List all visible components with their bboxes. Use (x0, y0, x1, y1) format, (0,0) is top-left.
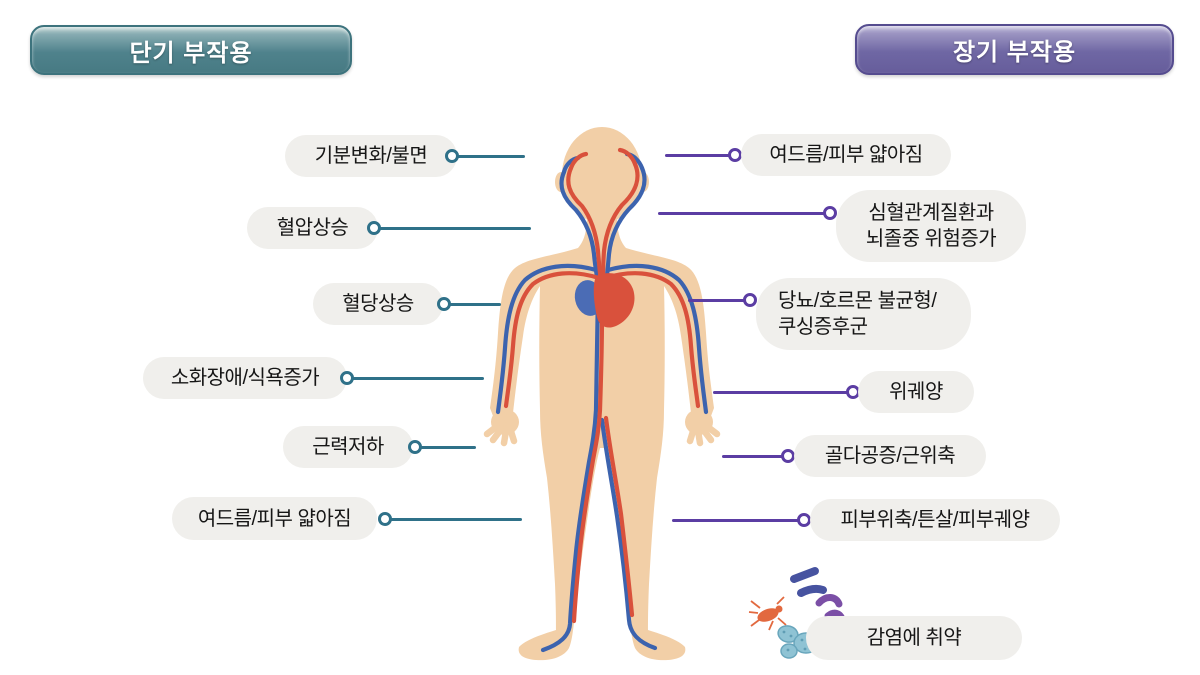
symptom-pill-infection: 감염에 취약 (806, 616, 1022, 660)
connector-line (688, 299, 745, 302)
symptom-label: 심혈관계질환과 (868, 202, 994, 224)
symptom-pill-mood: 기분변화/불면 (285, 135, 457, 177)
connector-line (449, 303, 501, 306)
connector-dot (408, 440, 422, 454)
symptom-label: 뇌졸중 위험증가 (865, 228, 997, 250)
hand-left (483, 409, 519, 447)
hand-right (685, 409, 721, 447)
symptom-pill-acne-left: 여드름/피부 얇아짐 (172, 497, 377, 540)
connector-dot (437, 297, 451, 311)
mite-icon (748, 596, 787, 631)
symptom-pill-muscle: 근력저하 (283, 426, 413, 468)
connector-dot (728, 148, 742, 162)
body-silhouette (490, 213, 714, 661)
heart-icon (574, 273, 635, 328)
symptom-label: 골다공증/근위축 (824, 445, 956, 467)
symptom-pill-blood-sugar: 혈당상승 (313, 283, 443, 325)
symptom-pill-skin-atrophy: 피부위축/튼살/피부궤양 (810, 499, 1060, 541)
connector-line (658, 212, 825, 215)
connector-line (390, 518, 522, 521)
symptom-pill-acne-right: 여드름/피부 얇아짐 (741, 134, 951, 176)
artery-paths (503, 147, 701, 624)
symptom-label: 여드름/피부 얇아짐 (197, 507, 352, 530)
long-term-header: 장기 부작용 (855, 24, 1174, 75)
connector-line (722, 455, 783, 458)
connector-line (665, 154, 730, 157)
connector-line (352, 377, 484, 380)
connector-dot (797, 513, 811, 527)
symptom-label: 감염에 취약 (866, 627, 962, 649)
symptom-label: 혈압상승 (276, 217, 349, 239)
symptom-pill-cardio: 심혈관계질환과 뇌졸중 위험증가 (836, 190, 1026, 262)
symptom-label: 당뇨/호르몬 불균형/ (778, 290, 937, 312)
connector-line (672, 519, 799, 522)
symptom-label: 피부위축/튼살/피부궤양 (840, 509, 1030, 531)
connector-line (420, 446, 476, 449)
connector-line (713, 391, 848, 394)
symptom-label: 기분변화/불면 (314, 145, 428, 167)
connector-dot (743, 293, 757, 307)
connector-dot (340, 371, 354, 385)
connector-dot (367, 221, 381, 235)
symptom-label: 쿠싱증후군 (778, 316, 868, 338)
short-term-header: 단기 부작용 (30, 25, 352, 75)
symptom-pill-osteoporosis: 골다공증/근위축 (794, 435, 986, 477)
symptom-label: 소화장애/식욕증가 (170, 367, 320, 389)
symptom-label: 위궤양 (889, 381, 943, 403)
connector-dot (781, 449, 795, 463)
symptom-pill-diabetes: 당뇨/호르몬 불균형/ 쿠싱증후군 (756, 278, 971, 350)
symptom-label: 근력저하 (312, 436, 384, 458)
connector-dot (378, 512, 392, 526)
connector-line (379, 227, 531, 230)
bacteria-rod-icon (790, 567, 827, 597)
connector-line (457, 155, 525, 158)
symptom-label: 혈당상승 (342, 293, 414, 315)
symptom-pill-digestion: 소화장애/식욕증가 (143, 357, 347, 399)
long-term-header-label: 장기 부작용 (952, 39, 1077, 66)
human-circulatory-figure (483, 127, 721, 661)
short-term-header-label: 단기 부작용 (129, 39, 253, 67)
connector-dot (445, 149, 459, 163)
symptom-label: 여드름/피부 얇아짐 (769, 144, 923, 166)
symptom-pill-blood-pressure: 혈압상승 (247, 207, 378, 249)
connector-dot (823, 206, 837, 220)
symptom-pill-ulcer: 위궤양 (858, 371, 974, 413)
